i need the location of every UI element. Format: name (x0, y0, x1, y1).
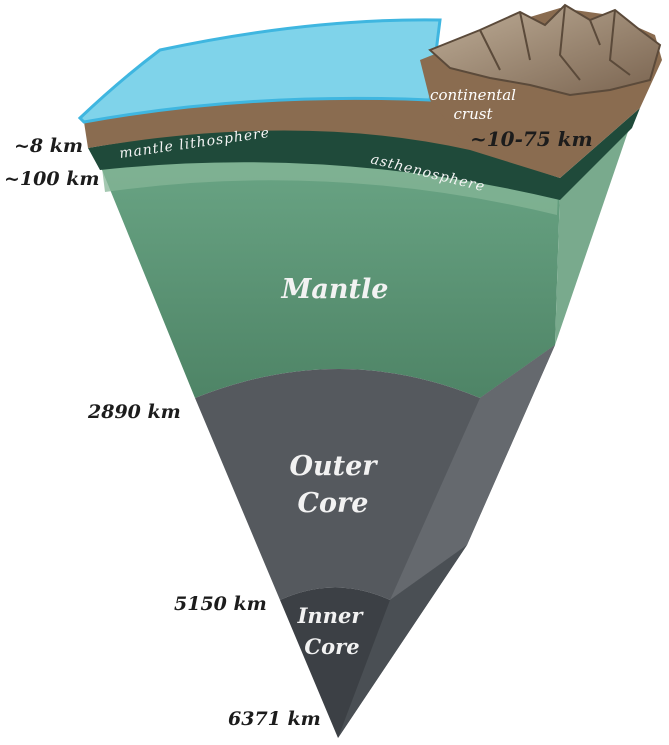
inner-core-label-2: Core (304, 634, 359, 659)
continental-crust-label-1: continental (430, 86, 516, 104)
mantle-lithosphere-band (88, 108, 640, 200)
continental-crust-label-2: crust (454, 105, 494, 123)
ocean-layer (77, 18, 442, 124)
outer-core-label-1: Outer (289, 451, 378, 482)
inner-core-label-1: Inner (297, 603, 365, 628)
depth-center: 6371 km (228, 708, 321, 730)
outer-core-side-shade (390, 345, 555, 600)
crust-band (84, 98, 470, 150)
depth-lithosphere: ~100 km (4, 168, 99, 190)
depth-outer-core-base: 5150 km (174, 593, 267, 615)
depth-continental-crust: ~10-75 km (470, 127, 593, 151)
depth-oceanic-crust: ~8 km (14, 135, 83, 157)
mountain-detail (479, 4, 631, 81)
depth-mantle-base: 2890 km (87, 401, 181, 423)
inner-core-side-shade (338, 545, 467, 738)
mantle-layer (100, 152, 560, 398)
outer-core-label-2: Core (298, 488, 369, 519)
mountain-range (428, 3, 662, 97)
mantle-label: Mantle (281, 274, 389, 305)
